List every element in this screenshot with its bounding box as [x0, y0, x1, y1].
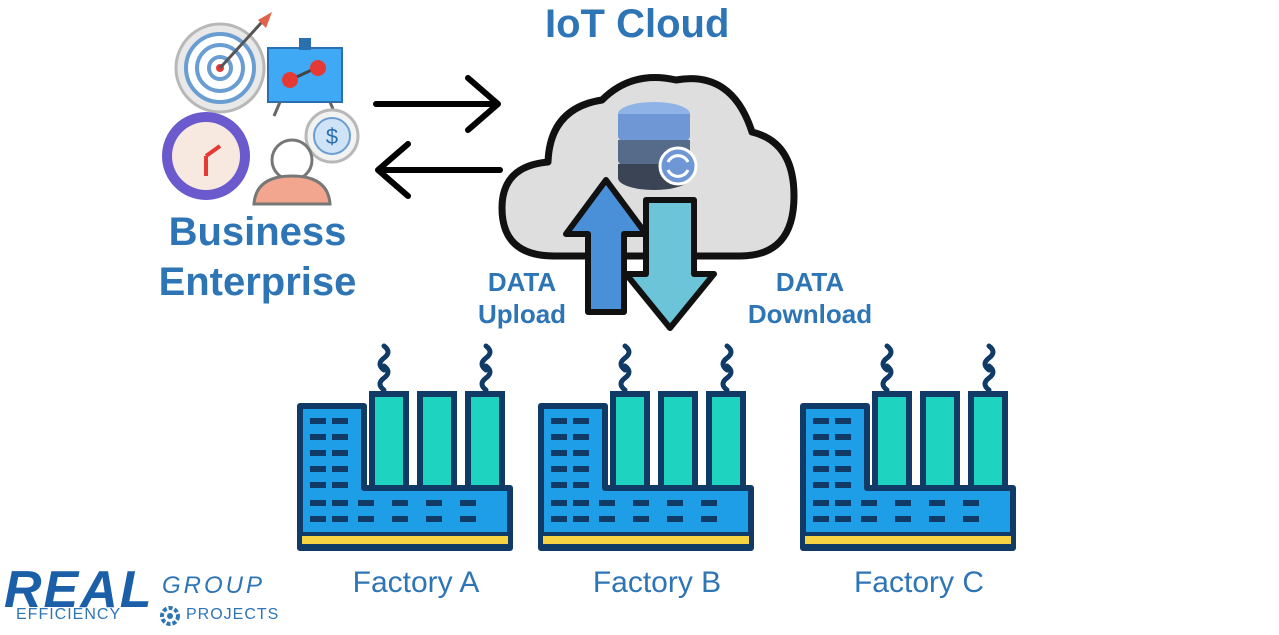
target-icon	[174, 12, 272, 114]
factory-a-icon	[297, 343, 513, 551]
download-arrow	[623, 197, 717, 331]
download-label-line1: DATA	[775, 267, 845, 297]
business-enterprise-label: Business Enterprise	[150, 207, 365, 307]
download-label-line2: Download	[747, 299, 873, 329]
svg-text:$: $	[326, 124, 338, 149]
factory-label-b: Factory B	[592, 566, 722, 599]
factory-b-icon	[538, 343, 754, 551]
logo-group-text: GROUP	[162, 572, 266, 599]
upload-label-line2: Upload	[477, 299, 567, 329]
download-label: DATA Download	[742, 266, 878, 330]
logo-efficiency-text: EFFICIENCY	[16, 606, 122, 623]
upload-label-line1: DATA	[487, 267, 557, 297]
factory-label-a: Factory A	[352, 566, 480, 599]
iot-cloud	[498, 74, 798, 260]
upload-label: DATA Upload	[470, 266, 574, 330]
diagram-title: IoT Cloud	[545, 2, 730, 46]
real-group-logo: REAL GROUP EFFICIENCY PROJECTS	[4, 561, 284, 628]
person-coin-icon: $	[252, 108, 360, 206]
exchange-arrows	[373, 75, 503, 199]
arrow-left-icon	[375, 141, 503, 199]
business-label-line2: Enterprise	[158, 260, 357, 304]
logo-projects-text: PROJECTS	[186, 606, 280, 623]
arrow-right-icon	[373, 75, 501, 133]
business-icons: $	[162, 12, 360, 206]
gear-icon	[160, 606, 180, 626]
business-label-line1: Business	[168, 210, 347, 254]
data-arrows	[563, 177, 717, 331]
presentation-board-icon	[267, 38, 343, 117]
factory-label-c: Factory C	[853, 566, 985, 599]
clock-icon	[162, 112, 250, 200]
logo-main-text: REAL	[4, 561, 154, 619]
sync-icon	[658, 146, 698, 186]
upload-arrow	[563, 177, 649, 315]
factory-c-icon	[800, 343, 1016, 551]
